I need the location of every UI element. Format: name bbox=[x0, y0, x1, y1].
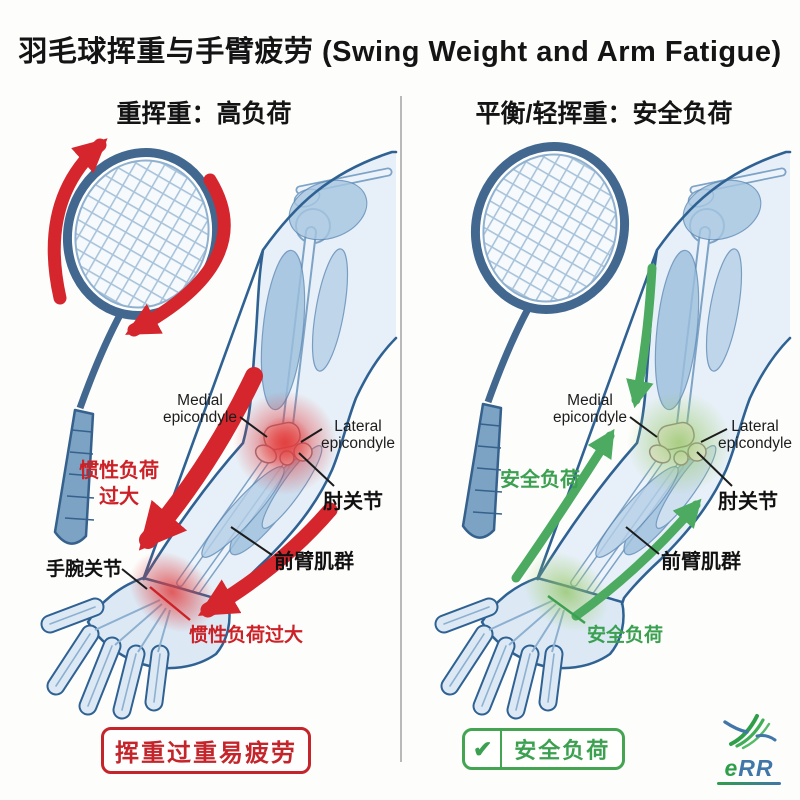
inertia-load-arrows bbox=[138, 367, 338, 618]
safe-load-label-lower: 安全负荷 bbox=[587, 625, 664, 646]
forearm-muscles-label-right: 前臂肌群 bbox=[661, 551, 741, 573]
logo-text-rr: RR bbox=[738, 755, 774, 781]
inertia-load-label-lower: 惯性负荷过大 bbox=[189, 625, 304, 646]
forearm-muscles-label-left: 前臂肌群 bbox=[274, 551, 354, 573]
lateral-epicondyle-label-left: Lateral epicondyle bbox=[320, 418, 396, 453]
elbow-joint-label-right: 肘关节 bbox=[718, 491, 778, 513]
medial-epicondyle-label-left: Medial epicondyle bbox=[162, 392, 238, 427]
medial-epicondyle-label-right: Medial epicondyle bbox=[552, 392, 628, 427]
checkmark-icon: ✔ bbox=[465, 731, 503, 767]
wrist-joint-label-left: 手腕关节 bbox=[46, 559, 123, 580]
lateral-epicondyle-label-right: Lateral epicondyle bbox=[717, 418, 793, 453]
safe-load-badge: ✔ 安全负荷 bbox=[462, 728, 626, 770]
panel-divider bbox=[400, 96, 402, 762]
fatigue-warning-badge: 挥重过重易疲劳 bbox=[101, 727, 311, 774]
swing-rotation-arrows bbox=[47, 138, 231, 337]
elbow-joint-label-left: 肘关节 bbox=[323, 491, 383, 513]
safe-load-label-upper: 安全负荷 bbox=[500, 469, 580, 491]
logo-swoosh-icon bbox=[723, 714, 777, 750]
logo-text-e: e bbox=[724, 755, 739, 781]
page-title: 羽毛球挥重与手臂疲劳 (Swing Weight and Arm Fatigue… bbox=[18, 36, 782, 68]
logo-tagline-bar bbox=[717, 782, 781, 785]
left-inflammation-glow bbox=[128, 391, 337, 633]
right-pointer-lines bbox=[625, 416, 733, 555]
inertia-lower-pointer-line bbox=[149, 586, 191, 621]
safe-lower-pointer-line bbox=[547, 595, 586, 624]
left-pointer-lines bbox=[121, 416, 335, 590]
left-panel-subtitle: 重挥重：高负荷 bbox=[116, 100, 292, 128]
inertia-load-label-upper: 惯性负荷 过大 bbox=[79, 460, 159, 508]
right-panel-subtitle: 平衡/轻挥重：安全负荷 bbox=[475, 100, 733, 128]
brand-logo: eRR bbox=[704, 710, 794, 785]
safe-load-arrows bbox=[511, 263, 702, 621]
